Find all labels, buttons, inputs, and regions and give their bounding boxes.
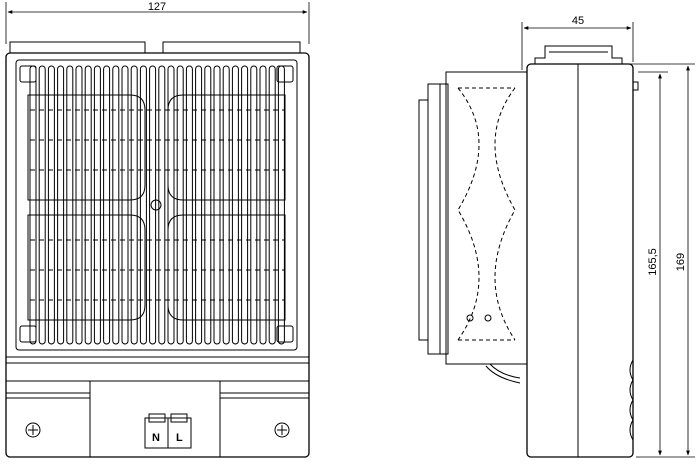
fan-housing (445, 71, 528, 365)
grille-bar (29, 65, 37, 345)
grille-bar (268, 65, 276, 345)
grille-bar (185, 65, 193, 345)
grille-bar (66, 65, 74, 345)
screw-left (25, 422, 41, 438)
grille-bar (222, 65, 230, 345)
corner-square-tl (19, 65, 37, 83)
grille-bar (139, 65, 147, 345)
dimension-width-label: 127 (148, 1, 166, 13)
grille-bar (84, 65, 92, 345)
dimension-depth (521, 22, 634, 70)
fan-housing-flange (439, 83, 449, 355)
grille-bar (149, 65, 157, 345)
side-detail-circle-1 (466, 314, 474, 322)
din-clip (534, 45, 623, 64)
grille-bar (103, 65, 111, 345)
dimension-depth-label: 45 (572, 15, 584, 27)
grille-bar (57, 65, 65, 345)
fan-profile-hidden (457, 87, 516, 341)
grille-bar (204, 65, 212, 345)
screw-right (274, 422, 290, 438)
corner-square-tr (276, 65, 294, 83)
fan-blade-bl (27, 214, 146, 321)
grille-bar (176, 65, 184, 345)
grille-bars (29, 65, 285, 345)
fan-front-lip (418, 99, 429, 341)
dimension-heights (614, 63, 695, 458)
grille-bar (93, 65, 101, 345)
dimension-height-outer-label: 169 (675, 253, 687, 271)
top-clip-left (9, 41, 146, 54)
grille-bar (195, 65, 203, 345)
side-tab (632, 81, 639, 91)
fan-blade-br (167, 214, 286, 321)
grille-bar (75, 65, 83, 345)
grille-bar (250, 65, 258, 345)
grille-bar (167, 65, 175, 345)
housing-outline (5, 52, 310, 458)
side-detail-circle-2 (484, 314, 492, 322)
fan-blade-tl (27, 94, 146, 201)
dimension-height-inner-label: 165,5 (647, 248, 659, 276)
grille-bar (112, 65, 120, 345)
fan-front-grille (427, 83, 441, 355)
terminal-recess (89, 380, 221, 458)
grille-bar (38, 65, 46, 345)
fan-blade-tr (167, 94, 286, 201)
top-clip-right (162, 41, 301, 54)
grille-bar (47, 65, 55, 345)
grille-panel (15, 59, 298, 351)
terminal-label-n: N (152, 432, 160, 444)
cable (489, 363, 521, 379)
grille-bar (130, 65, 138, 345)
terminal-clamp-l (170, 413, 188, 423)
dimension-width (5, 2, 310, 44)
grille-bar (241, 65, 249, 345)
side-wavy-edge (629, 359, 634, 441)
terminal-clamp-n (148, 413, 166, 423)
side-body (526, 63, 634, 458)
grille-bar (121, 65, 129, 345)
corner-square-br (276, 325, 294, 343)
front-view (5, 41, 310, 458)
grille-bar (231, 65, 239, 345)
side-view (418, 45, 639, 458)
terminal-label-l: L (176, 432, 183, 444)
grille-bar (213, 65, 221, 345)
grille-bar (259, 65, 267, 345)
grille-bar (277, 65, 285, 345)
corner-square-bl (19, 325, 37, 343)
grille-bar (158, 65, 166, 345)
cable-2 (485, 365, 521, 384)
